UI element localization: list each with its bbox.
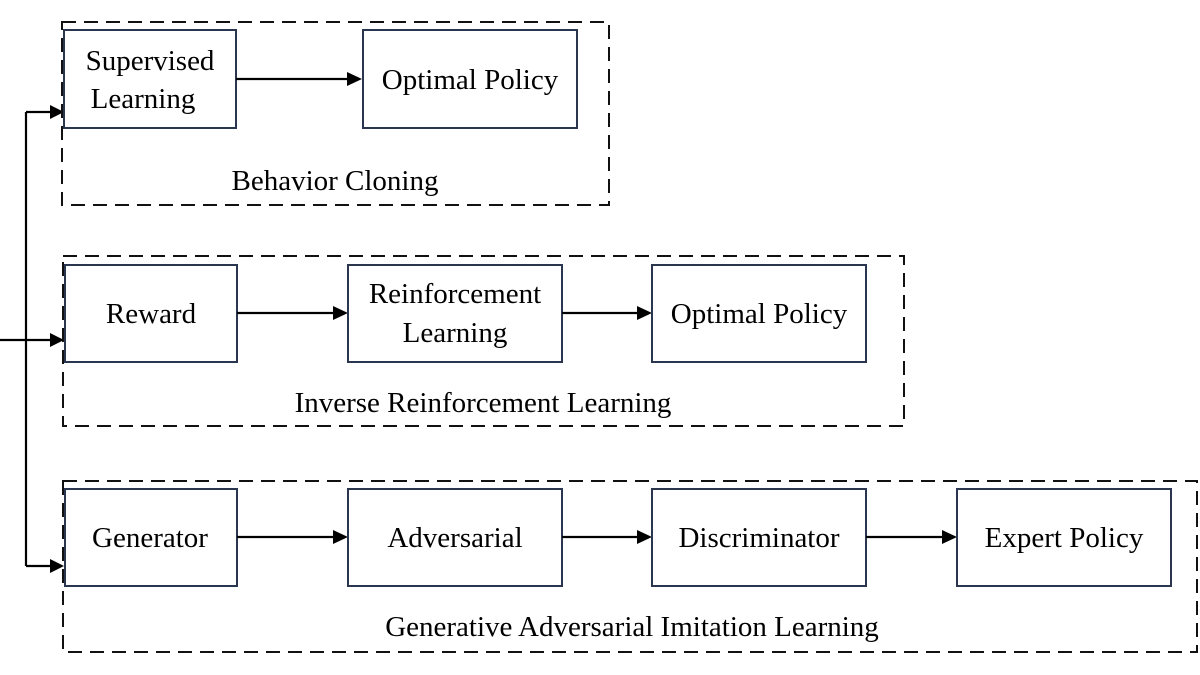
node-reward-label: Reward xyxy=(106,298,197,330)
arrowhead-reward-to-rl xyxy=(333,306,348,320)
group-behavior-cloning-border xyxy=(61,21,610,206)
node-reward: Reward xyxy=(64,264,238,363)
node-reinforcement-learning-label-line1: Reinforcement xyxy=(369,278,541,310)
node-adversarial: Adversarial xyxy=(347,488,563,587)
node-adversarial-box xyxy=(347,488,563,587)
node-supervised-learning: Supervised Learning xyxy=(63,29,237,129)
node-expert-policy: Expert Policy xyxy=(956,488,1172,587)
node-optimal-policy-bc: Optimal Policy xyxy=(362,29,578,129)
arrowhead-inverse-rl xyxy=(50,333,64,347)
group-gail-caption: Generative Adversarial Imitation Learnin… xyxy=(385,611,879,643)
node-optimal-policy-irl-label: Optimal Policy xyxy=(671,298,848,330)
node-discriminator: Discriminator xyxy=(651,488,867,587)
node-optimal-policy-irl-box xyxy=(651,264,867,363)
arrowhead-gail xyxy=(50,559,64,573)
group-behavior-cloning-caption: Behavior Cloning xyxy=(231,165,438,197)
node-reinforcement-learning: Reinforcement Learning xyxy=(347,264,563,363)
node-generator: Generator xyxy=(64,488,238,587)
node-optimal-policy-bc-label: Optimal Policy xyxy=(382,64,559,96)
node-reward-box xyxy=(64,264,238,363)
branch-connector xyxy=(0,105,64,573)
node-expert-policy-label: Expert Policy xyxy=(985,522,1144,554)
arrowhead-discriminator-to-expert xyxy=(942,530,957,544)
group-inverse-rl: Reward Reinforcement Learning Optimal Po… xyxy=(62,255,905,427)
node-optimal-policy-bc-box xyxy=(362,29,578,129)
node-reinforcement-learning-box xyxy=(347,264,563,363)
group-inverse-rl-caption: Inverse Reinforcement Learning xyxy=(295,387,672,419)
node-expert-policy-box xyxy=(956,488,1172,587)
node-generator-label: Generator xyxy=(92,522,208,554)
arrowhead-rl-to-policy xyxy=(637,306,652,320)
node-discriminator-box xyxy=(651,488,867,587)
node-reinforcement-learning-label-line2: Learning xyxy=(403,317,508,349)
group-gail-border xyxy=(62,480,1198,653)
group-inverse-rl-border xyxy=(62,255,905,427)
node-adversarial-label: Adversarial xyxy=(387,522,522,554)
arrowhead-behavior-cloning xyxy=(50,105,64,119)
arrowhead-supervised-to-policy xyxy=(347,72,362,86)
node-discriminator-label: Discriminator xyxy=(678,522,839,554)
node-supervised-learning-box xyxy=(63,29,237,129)
group-behavior-cloning: Supervised Learning Optimal Policy Behav… xyxy=(61,21,610,206)
node-supervised-learning-label-line1: Supervised xyxy=(86,45,215,77)
group-gail: Generator Adversarial Discriminator Expe… xyxy=(62,480,1198,653)
arrowhead-generator-to-adversarial xyxy=(333,530,348,544)
node-supervised-learning-label-line2: Learning xyxy=(91,83,196,115)
arrowhead-adversarial-to-discriminator xyxy=(637,530,652,544)
node-optimal-policy-irl: Optimal Policy xyxy=(651,264,867,363)
